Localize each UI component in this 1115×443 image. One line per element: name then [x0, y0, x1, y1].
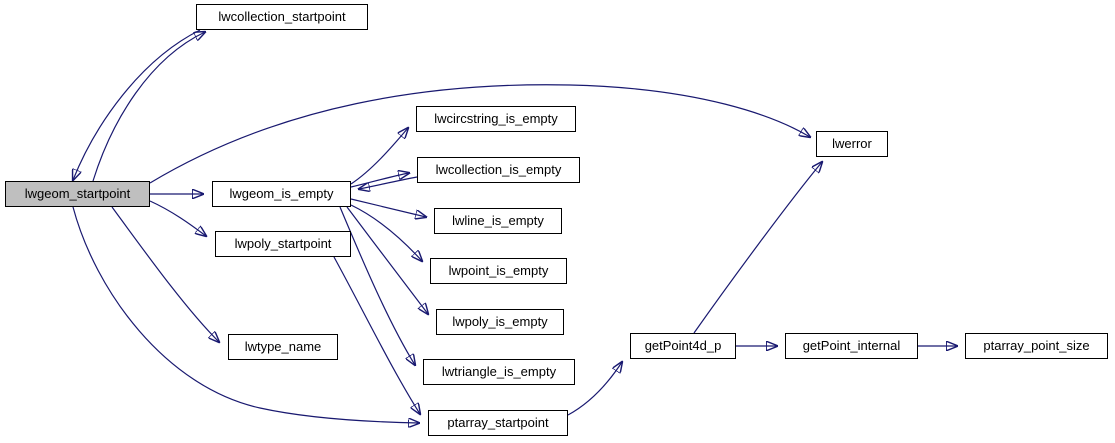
node-lwline-is-empty[interactable]: lwline_is_empty	[434, 208, 562, 234]
edge-lwgeom_is_empty-lwpoint_is_empty	[350, 204, 422, 261]
node-ptarray-point-size[interactable]: ptarray_point_size	[965, 333, 1108, 359]
node-lwcollection-is-empty[interactable]: lwcollection_is_empty	[417, 157, 580, 183]
node-lwtriangle-is-empty[interactable]: lwtriangle_is_empty	[423, 359, 575, 385]
node-lwgeom-startpoint: lwgeom_startpoint	[5, 181, 150, 207]
edge-ptarray_startpoint-getPoint4d_p	[567, 362, 622, 416]
node-getpoint4d-p[interactable]: getPoint4d_p	[630, 333, 736, 359]
node-lwcircstring-is-empty[interactable]: lwcircstring_is_empty	[416, 106, 576, 132]
edge-lwgeom_is_empty-lwline_is_empty	[350, 198, 426, 217]
node-lwcollection-startpoint[interactable]: lwcollection_startpoint	[196, 4, 368, 30]
node-ptarray-startpoint[interactable]: ptarray_startpoint	[428, 410, 568, 436]
node-lwtype-name[interactable]: lwtype_name	[228, 334, 338, 360]
node-lwpoly-is-empty[interactable]: lwpoly_is_empty	[436, 309, 564, 335]
edge-lwgeom_is_empty-lwpoly_is_empty	[346, 206, 428, 314]
node-getpoint-internal[interactable]: getPoint_internal	[785, 333, 918, 359]
edge-lwgeom_startpoint-lwpoly_startpoint	[149, 200, 206, 236]
edge-lwpoly_startpoint-ptarray_startpoint	[333, 256, 420, 414]
node-lwgeom-is-empty[interactable]: lwgeom_is_empty	[212, 181, 351, 207]
node-lwpoint-is-empty[interactable]: lwpoint_is_empty	[430, 258, 567, 284]
edge-lwcollection_is_empty-lwgeom_is_empty	[359, 176, 418, 189]
edge-lwgeom_startpoint-lwcollection_startpoint	[92, 32, 205, 182]
edge-lwgeom_is_empty-lwtriangle_is_empty	[339, 206, 415, 365]
edge-lwcollection_startpoint-lwgeom_startpoint	[73, 29, 201, 180]
edge-lwgeom_is_empty-lwcircstring_is_empty	[350, 128, 408, 185]
edge-lwgeom_startpoint-lwtype_name	[111, 206, 219, 342]
edge-getPoint4d_p-lwerror	[693, 162, 822, 334]
edge-lwgeom_is_empty-lwcollection_is_empty	[350, 173, 409, 188]
node-lwpoly-startpoint[interactable]: lwpoly_startpoint	[215, 231, 351, 257]
node-lwerror[interactable]: lwerror	[816, 131, 888, 157]
